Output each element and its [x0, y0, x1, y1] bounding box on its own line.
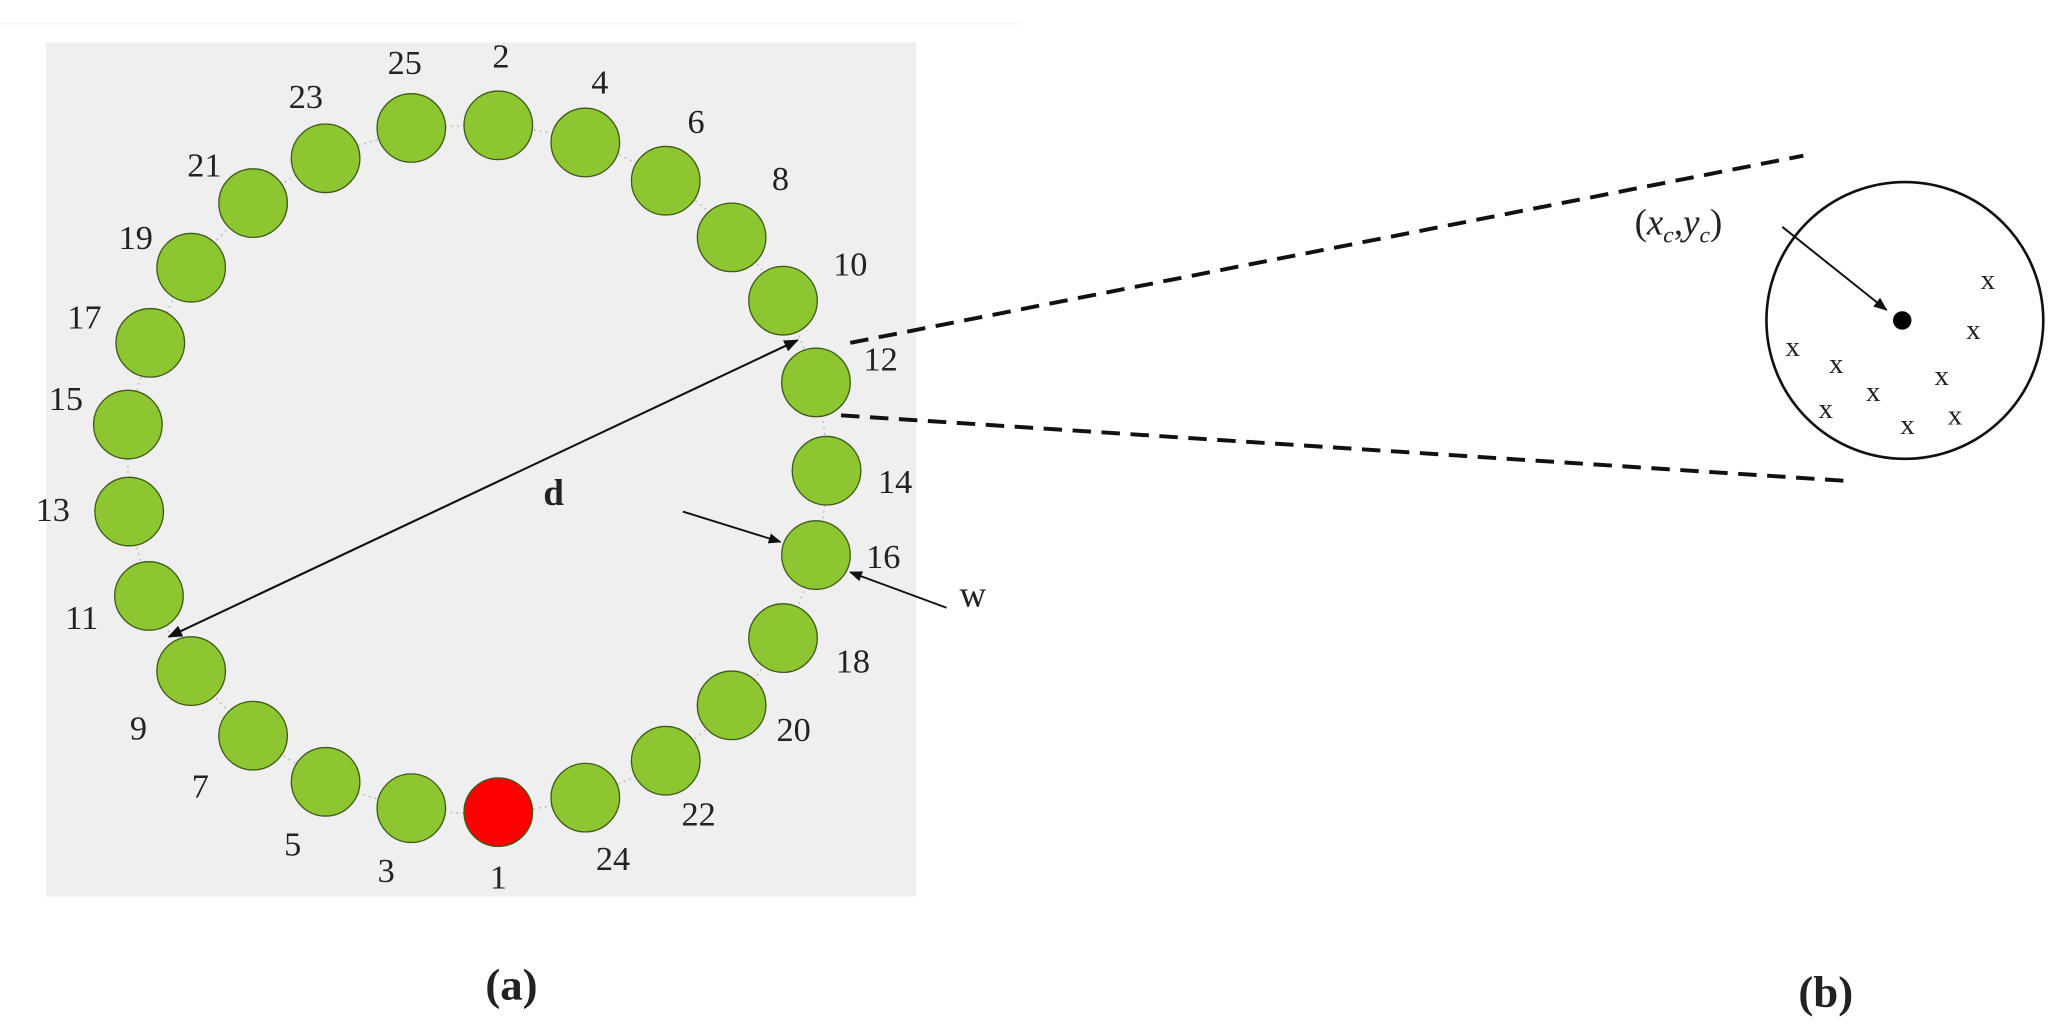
- zoom-lines: [840, 153, 1853, 484]
- sample-point-marker: x: [1981, 264, 1996, 296]
- center-label: (xc,yc): [1635, 202, 1723, 249]
- node: [92, 389, 163, 460]
- zoom-line-top: [849, 153, 1804, 345]
- sample-point-marker: x: [1866, 376, 1881, 408]
- node: [156, 636, 227, 707]
- node: [156, 232, 227, 303]
- node: [781, 347, 851, 418]
- node: [218, 168, 289, 239]
- node-label: 9: [130, 710, 147, 748]
- node-label: 24: [596, 840, 630, 878]
- node: [376, 93, 447, 163]
- node: [630, 725, 701, 796]
- node-label: 21: [187, 147, 221, 185]
- sample-point-marker: x: [1786, 331, 1801, 363]
- node: [290, 123, 361, 194]
- node-label: 11: [65, 599, 98, 637]
- node: [748, 603, 818, 674]
- node-label: 23: [289, 78, 323, 116]
- node: [94, 476, 165, 547]
- node-label: 1: [490, 859, 507, 897]
- node: [781, 520, 851, 591]
- sample-point-marker: x: [1900, 409, 1915, 441]
- node-label: 22: [682, 795, 716, 833]
- node-label: 14: [878, 463, 912, 501]
- node-label: 12: [863, 341, 897, 379]
- zoom-line-bottom: [840, 413, 1853, 484]
- sample-point-marker: x: [1829, 348, 1844, 380]
- node: [550, 107, 621, 178]
- node: [376, 773, 447, 844]
- node-label: 17: [67, 298, 101, 336]
- caption-a: (a): [485, 959, 537, 1009]
- sample-point-marker: x: [1966, 314, 1981, 346]
- node: [791, 435, 862, 506]
- width-arrow-inner: [682, 510, 782, 544]
- node-label: 20: [776, 711, 810, 749]
- node: [463, 90, 534, 161]
- node-label: 5: [284, 826, 301, 864]
- node-label: 10: [833, 246, 867, 284]
- node-label: 16: [866, 538, 900, 576]
- node: [290, 746, 361, 817]
- node-label: 2: [492, 37, 509, 75]
- width-arrow-outer: [849, 571, 947, 609]
- center-point: [1892, 311, 1912, 330]
- node-label: 18: [836, 642, 870, 680]
- caption-b: (b): [1798, 967, 1853, 1017]
- node-label: 6: [687, 103, 704, 141]
- sample-point-marker: x: [1819, 393, 1834, 425]
- sample-point-marker: x: [1948, 400, 1963, 432]
- node-label: 15: [49, 380, 83, 418]
- node-label: 3: [378, 852, 395, 890]
- node: [114, 561, 184, 631]
- width-label: w: [960, 573, 987, 614]
- node-label: 8: [772, 160, 789, 198]
- node-label: 13: [36, 491, 70, 529]
- node: [630, 145, 701, 216]
- node: [696, 670, 767, 741]
- node: [748, 265, 818, 336]
- start-node: [463, 777, 534, 848]
- node: [550, 762, 621, 833]
- sample-point-marker: x: [1935, 360, 1950, 392]
- node-label: 25: [388, 44, 422, 82]
- node-label: 4: [591, 64, 608, 102]
- node: [115, 307, 186, 378]
- node: [696, 202, 767, 273]
- center-arrow: [1781, 226, 1888, 311]
- diameter-arrow: [167, 339, 799, 638]
- diameter-label: d: [543, 472, 564, 513]
- node-label: 19: [119, 219, 153, 257]
- node: [218, 700, 289, 771]
- node-label: 7: [192, 768, 209, 806]
